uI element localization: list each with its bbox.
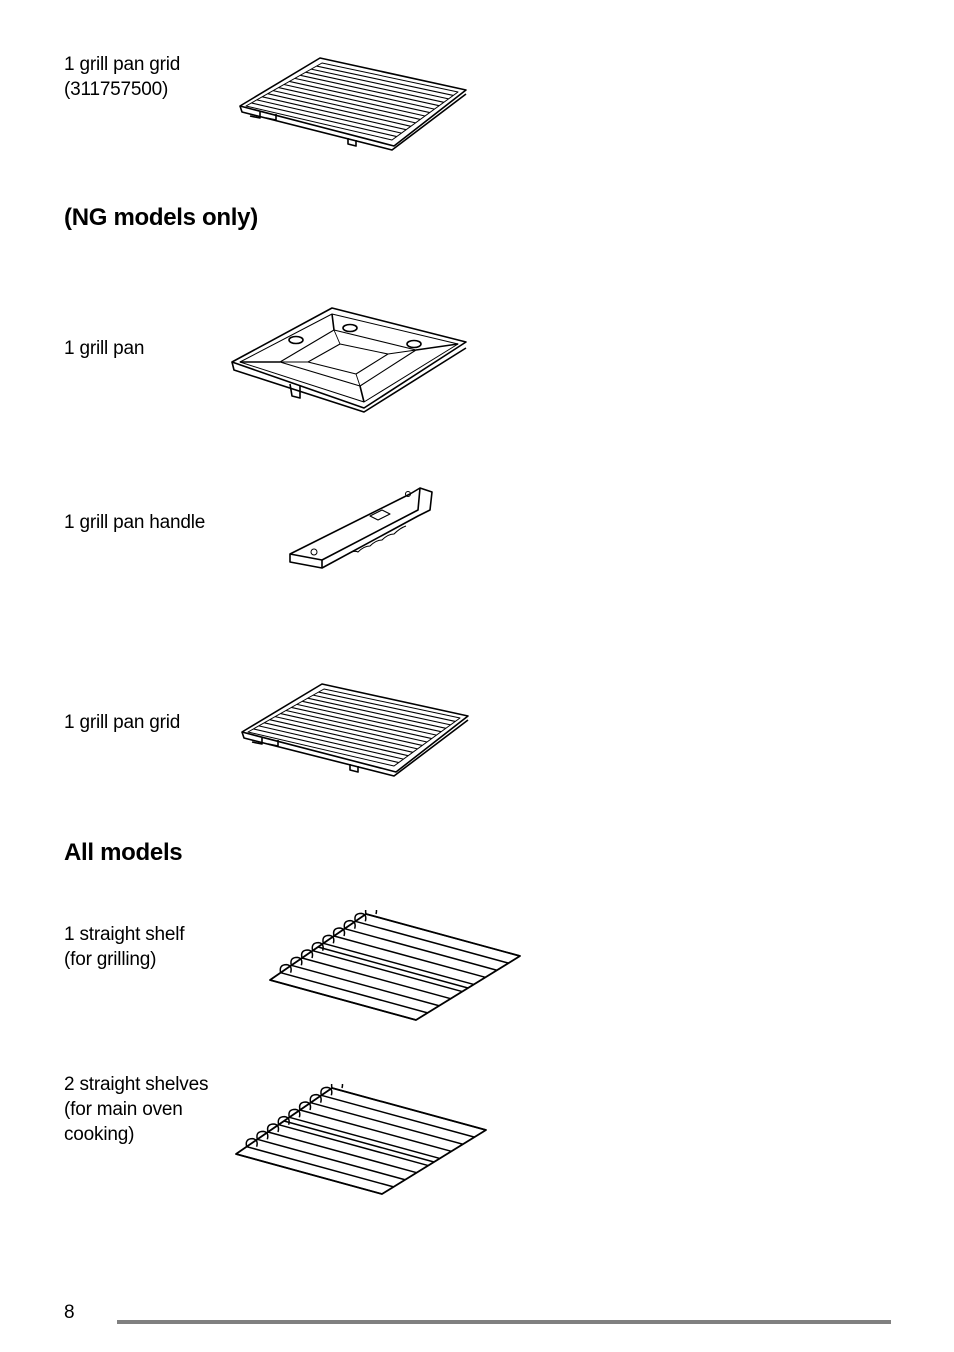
page-number: 8 — [64, 1302, 75, 1323]
item-label-straight-shelves: 2 straight shelves (for main oven cookin… — [64, 1074, 209, 1145]
grill-pan-handle-icon — [286, 484, 442, 574]
shelf-icon — [232, 1084, 494, 1198]
grill-pan-grid-icon — [238, 680, 474, 780]
footer-rule — [117, 1320, 891, 1324]
grill-pan-icon — [228, 304, 472, 414]
section-heading-all-models: All models — [64, 839, 183, 866]
shelf-icon — [266, 910, 528, 1024]
item-label-grill-pan-handle: 1 grill pan handle — [64, 512, 206, 533]
item-label-grill-pan: 1 grill pan — [64, 338, 145, 359]
grill-pan-grid-icon — [236, 54, 472, 154]
item-label-grill-pan-grid-2: 1 grill pan grid — [64, 712, 181, 733]
item-label-grill-pan-grid-1: 1 grill pan grid (311757500) — [64, 54, 181, 100]
item-label-straight-shelf: 1 straight shelf (for grilling) — [64, 924, 185, 970]
section-heading-ng-models: (NG models only) — [64, 204, 258, 231]
